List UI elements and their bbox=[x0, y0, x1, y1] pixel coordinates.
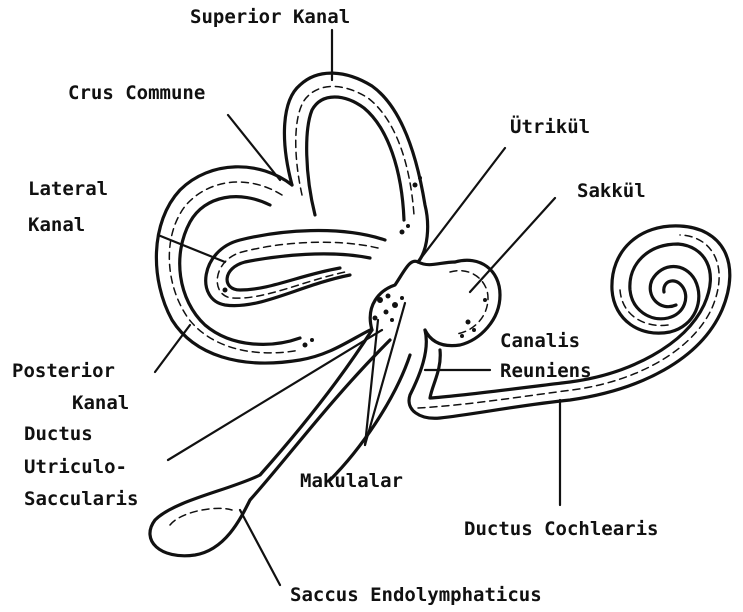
label-crus-commune: Crus Commune bbox=[68, 82, 205, 104]
label-canalis-line2: Reuniens bbox=[500, 360, 592, 382]
saccus-lumen bbox=[170, 508, 232, 525]
label-canalis-line1: Canalis bbox=[500, 330, 580, 352]
label-lateral-line2: Kanal bbox=[28, 214, 85, 236]
superior-canal-inner-outline bbox=[307, 97, 404, 220]
label-ductus-uts-line3: Saccularis bbox=[24, 488, 138, 510]
label-ductus-cochlearis: Ductus Cochlearis bbox=[464, 518, 658, 540]
label-lateral-line1: Lateral bbox=[28, 178, 108, 200]
label-superior-kanal: Superior Kanal bbox=[190, 6, 350, 28]
label-utrikul: Ütrikül bbox=[510, 116, 590, 138]
leader-sakkul bbox=[470, 198, 555, 292]
leader-posterior-kanal bbox=[155, 325, 190, 372]
label-ductus-uts-line1: Ductus bbox=[24, 423, 93, 445]
leader-lateral-kanal bbox=[158, 235, 225, 262]
saccule-lumen bbox=[450, 271, 488, 334]
utricle-outline bbox=[370, 261, 455, 330]
posterior-canal-inner-outline bbox=[180, 197, 300, 345]
leader-utrikul bbox=[418, 148, 505, 262]
label-saccus: Saccus Endolymphaticus bbox=[290, 584, 542, 606]
canalis-reuniens-outline bbox=[409, 226, 730, 418]
leader-crus-commune bbox=[228, 115, 280, 180]
leader-ductus-uts bbox=[168, 330, 382, 460]
label-posterior-line2: Kanal bbox=[72, 392, 129, 414]
label-posterior-line1: Posterior bbox=[12, 360, 115, 382]
label-ductus-uts-line2: Utriculo- bbox=[24, 456, 127, 478]
label-makulalar: Makulalar bbox=[300, 470, 403, 492]
leader-saccus bbox=[240, 510, 280, 585]
label-sakkul: Sakkül bbox=[577, 180, 646, 202]
posterior-canal-outline bbox=[156, 167, 370, 363]
